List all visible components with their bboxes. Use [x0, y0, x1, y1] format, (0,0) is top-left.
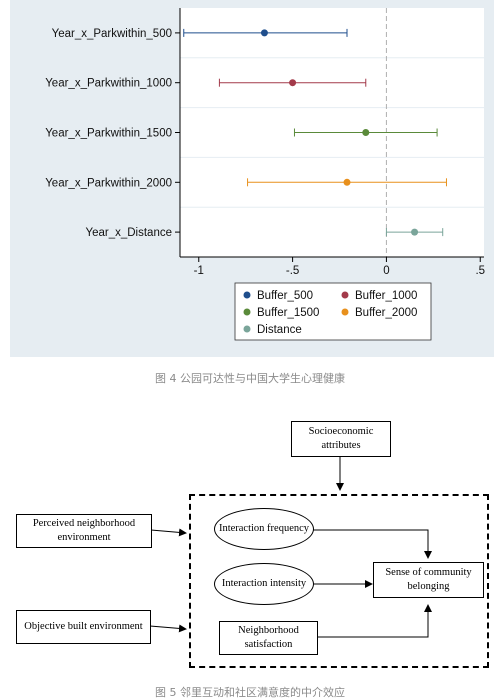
legend-marker	[243, 308, 251, 316]
x-tick-label: 0	[383, 265, 389, 277]
arrow-frequency-to-belonging	[312, 529, 432, 559]
legend-label: Distance	[257, 324, 302, 336]
socioeconomic-attributes-box: Socioeconomic attributes	[291, 421, 391, 457]
legend-label: Buffer_500	[257, 290, 313, 302]
legend-label: Buffer_1000	[355, 290, 417, 302]
legend-label: Buffer_1500	[257, 307, 319, 319]
y-tick-label: Year_x_Distance	[85, 227, 172, 239]
point-estimate	[362, 129, 370, 136]
sense-of-community-box: Sense of community belonging	[373, 562, 484, 598]
y-tick-label: Year_x_Parkwithin_2000	[45, 177, 172, 189]
legend-marker	[243, 291, 251, 299]
x-tick-label: -1	[194, 265, 204, 277]
diagram-arrows	[149, 457, 432, 638]
figure-4-caption: 图 4 公园可达性与中国大学生心理健康	[155, 372, 345, 385]
point-estimate	[343, 178, 351, 186]
arrow-satisfaction-to-belonging	[317, 604, 432, 638]
legend-marker	[243, 325, 251, 333]
legend-box	[234, 282, 432, 341]
legend-marker	[341, 291, 349, 299]
interaction-intensity-ellipse: Interaction intensity	[214, 563, 314, 605]
perceived-environment-box: Perceived neighborhood environment	[16, 514, 152, 548]
point-estimate	[411, 228, 419, 236]
figure-5-diagram: Socioeconomic attributes Perceived neigh…	[0, 410, 500, 680]
x-tick-label: .5	[475, 265, 485, 277]
coefficient-plot-svg: Year_x_Parkwithin_500Year_x_Parkwithin_1…	[45, 8, 485, 341]
interaction-frequency-ellipse: Interaction frequency	[214, 508, 314, 550]
figure-5-caption: 图 5 邻里互动和社区满意度的中介效应	[155, 686, 345, 699]
y-tick-label: Year_x_Parkwithin_1500	[45, 128, 172, 140]
neighborhood-satisfaction-box: Neighborhood satisfaction	[219, 621, 318, 655]
legend-label: Buffer_2000	[355, 307, 417, 319]
legend-marker	[341, 308, 349, 316]
point-estimate	[289, 79, 297, 87]
y-tick-label: Year_x_Parkwithin_500	[52, 28, 172, 40]
y-tick-label: Year_x_Parkwithin_1000	[45, 78, 172, 90]
x-tick-label: -.5	[286, 265, 299, 277]
arrow-perceived-to-box	[150, 528, 187, 537]
arrow-objective-to-box	[149, 624, 187, 633]
point-estimate	[260, 29, 268, 37]
mediation-dashed-box	[189, 494, 489, 668]
objective-environment-box: Objective built environment	[16, 610, 151, 644]
